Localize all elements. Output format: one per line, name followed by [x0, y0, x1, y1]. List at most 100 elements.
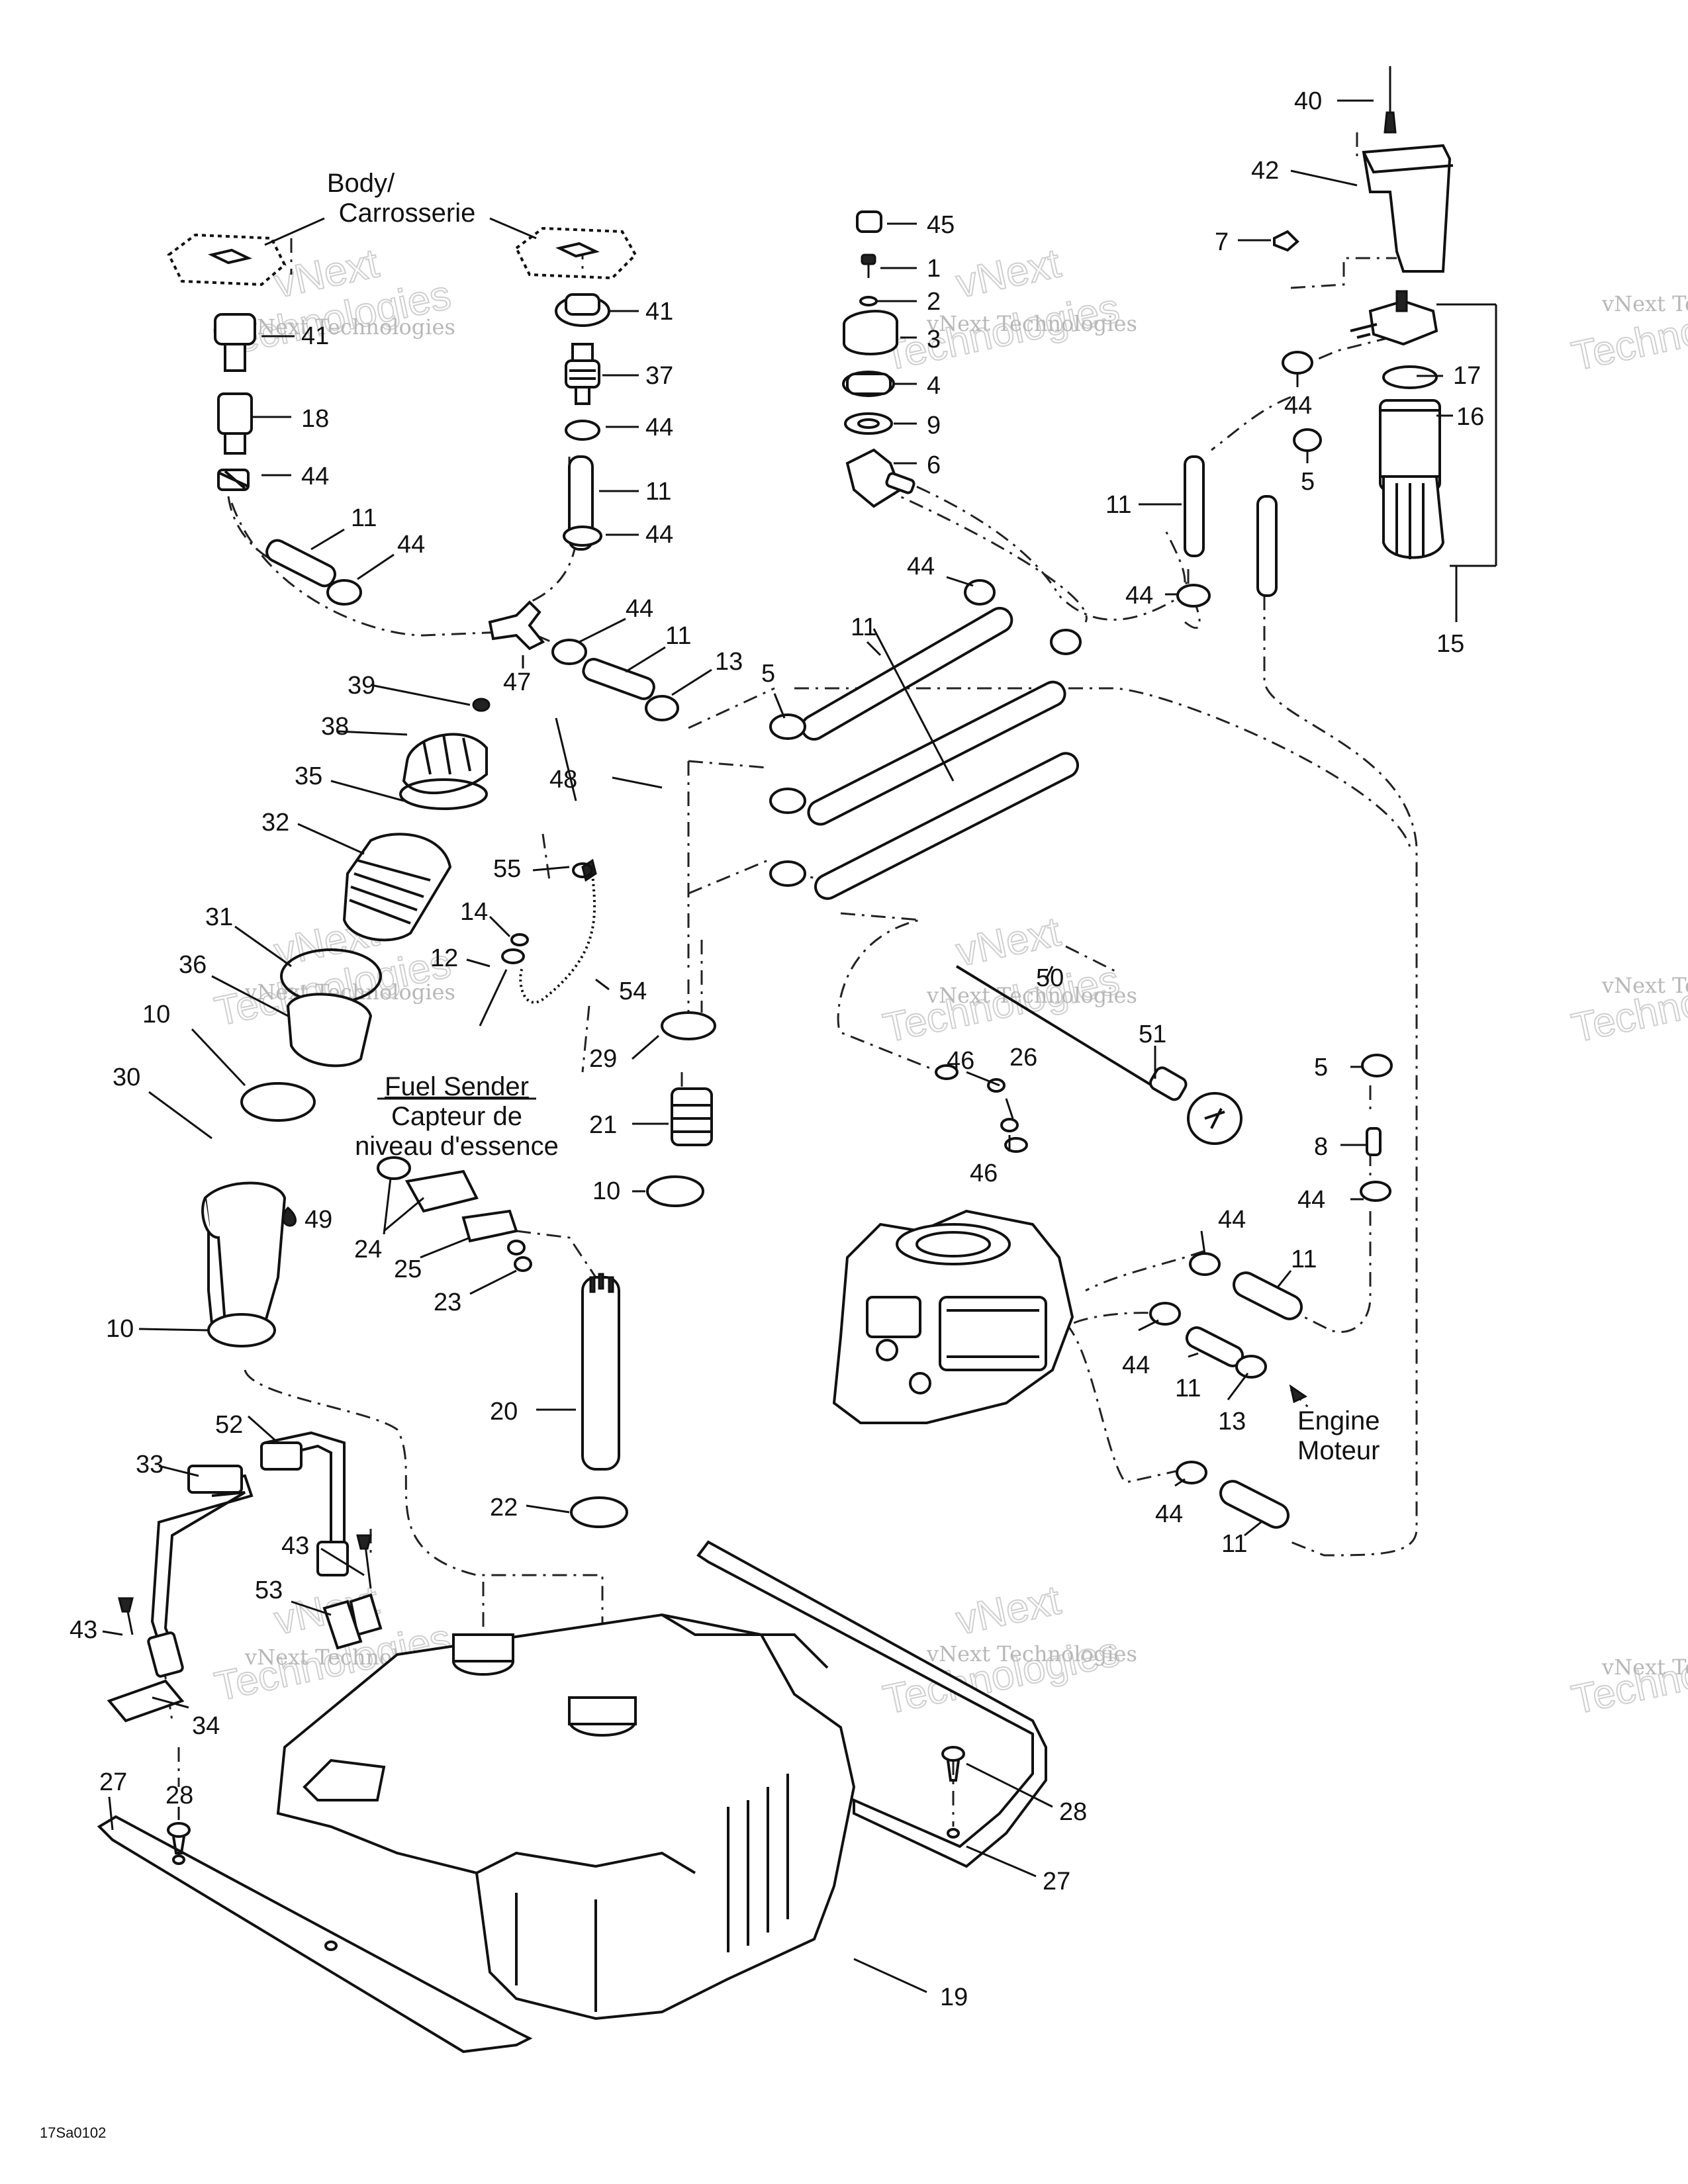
- figure-code: 17Sa0102: [40, 2124, 106, 2141]
- callout-label: 46: [947, 1047, 974, 1075]
- callout-label: 29: [589, 1045, 617, 1073]
- watermark-text: vNext: [953, 240, 1064, 306]
- callout-label: 7: [1215, 228, 1229, 256]
- callout-label: 18: [301, 405, 329, 433]
- fuel-hoses-center: [769, 579, 1082, 900]
- callout-label: 11: [851, 614, 876, 641]
- callout-label: 13: [1218, 1408, 1246, 1435]
- callout-label: 11: [351, 504, 377, 532]
- watermark-text: vNext Technologies: [926, 1641, 1137, 1666]
- callout-label: 21: [589, 1111, 617, 1139]
- callout-label: 40: [1294, 87, 1322, 115]
- callout-label: 22: [490, 1494, 518, 1522]
- callout-label: 54: [619, 978, 647, 1005]
- callout-label: 41: [301, 322, 329, 350]
- callout-label: 27: [99, 1768, 127, 1796]
- callout-label: 11: [1175, 1375, 1201, 1402]
- callout-label: 23: [434, 1289, 461, 1316]
- caption-fuel-sender: Fuel Sender: [385, 1072, 529, 1101]
- callout-label: 13: [715, 648, 743, 676]
- watermark-text: Technologies: [1568, 957, 1688, 1052]
- callout-label: 44: [1125, 582, 1153, 610]
- callout-label: 12: [430, 944, 458, 972]
- watermark-text: vNext Technologies: [926, 311, 1137, 336]
- callout-label: 53: [255, 1576, 283, 1604]
- watermark-text: vNext Technologies: [1601, 1655, 1688, 1680]
- caption-capteur: Capteur de: [391, 1102, 522, 1131]
- callout-label: 5: [1314, 1054, 1328, 1081]
- callout-label: 32: [261, 809, 289, 837]
- fuel-valve-stack: [842, 210, 915, 508]
- callout-label: 28: [1059, 1798, 1087, 1826]
- caption-carrosserie: Carrosserie: [339, 199, 476, 228]
- callout-label: 30: [113, 1064, 140, 1091]
- callout-label: 43: [281, 1532, 309, 1560]
- callout-label: 49: [305, 1206, 332, 1234]
- callout-label: 28: [165, 1782, 193, 1809]
- callout-label: 3: [927, 326, 941, 353]
- watermark-text: vNext: [953, 1577, 1064, 1643]
- callout-label: 5: [761, 660, 775, 688]
- callout-label: 31: [205, 903, 233, 931]
- callout-label: 44: [397, 531, 425, 559]
- caption-engine: Engine: [1297, 1406, 1380, 1435]
- caption-moteur: Moteur: [1297, 1436, 1380, 1465]
- callout-label: 36: [179, 951, 207, 979]
- callout-label: 4: [927, 372, 941, 400]
- callout-label: 44: [626, 595, 653, 623]
- tank-support-rails: [97, 1540, 1047, 2054]
- callout-label: 35: [295, 762, 322, 790]
- callout-label: 20: [490, 1398, 518, 1426]
- callout-label: 24: [354, 1236, 382, 1263]
- caption-body: Body/: [327, 169, 395, 198]
- callout-label: 44: [1218, 1206, 1246, 1234]
- callout-label: 41: [645, 298, 673, 326]
- body-mount-plates: [167, 217, 637, 287]
- callout-label: 10: [142, 1001, 170, 1028]
- vent-line-center: [488, 293, 679, 721]
- callout-label: 51: [1139, 1021, 1166, 1048]
- callout-label: 38: [321, 713, 349, 741]
- callout-label: 55: [493, 855, 521, 883]
- watermark-text: vNext Technologies: [1601, 291, 1688, 316]
- fuel-filter-assembly: [1176, 66, 1497, 622]
- callout-label: 52: [215, 1411, 243, 1439]
- callout-label: 6: [927, 451, 941, 479]
- callout-label: 44: [1122, 1351, 1150, 1379]
- callout-label: 37: [645, 362, 673, 390]
- vent-line-left: [214, 313, 362, 606]
- tank-straps: [107, 1431, 383, 1723]
- callout-label: 11: [665, 622, 691, 650]
- callout-label: 14: [460, 898, 488, 926]
- watermark-text: vNext Technologies: [926, 983, 1137, 1008]
- callout-label: 16: [1456, 403, 1484, 431]
- watermark-text: Technologies: [1568, 1629, 1688, 1723]
- callout-label: 11: [1221, 1530, 1247, 1558]
- callout-label: 19: [940, 1983, 968, 2011]
- callout-label: 15: [1436, 630, 1464, 658]
- watermark-text: Technologies: [880, 285, 1123, 380]
- callout-label: 45: [927, 211, 955, 239]
- callout-label: 42: [1251, 157, 1279, 185]
- watermarks: vNext Technologies vNext Technologies vN…: [211, 240, 1688, 1723]
- choke-cable-assembly: [935, 965, 1243, 1153]
- callout-label: 5: [1301, 468, 1315, 496]
- callout-label: 44: [1155, 1500, 1183, 1528]
- callout-label: 11: [1291, 1246, 1317, 1273]
- callout-label: 46: [970, 1160, 998, 1187]
- caption-niveau: niveau d'essence: [355, 1132, 559, 1161]
- callout-label: 1: [927, 255, 941, 283]
- carburetor-assembly: [832, 1054, 1393, 1529]
- callout-label: 43: [70, 1616, 97, 1644]
- callout-label: 50: [1036, 964, 1064, 992]
- callout-label: 11: [1105, 491, 1131, 519]
- callout-numbers: 40 42 7 17 16 15 44 5 11 44 45 1 2 3 4 9…: [70, 87, 1484, 2011]
- leader-lines: [102, 99, 1453, 1993]
- callout-label: 27: [1043, 1868, 1070, 1895]
- watermark-text: vNext Technologies: [1601, 973, 1688, 998]
- callout-label: 10: [592, 1177, 620, 1205]
- fuel-tank: [276, 1613, 856, 2021]
- callout-label: 25: [394, 1255, 422, 1283]
- callout-label: 44: [645, 521, 673, 549]
